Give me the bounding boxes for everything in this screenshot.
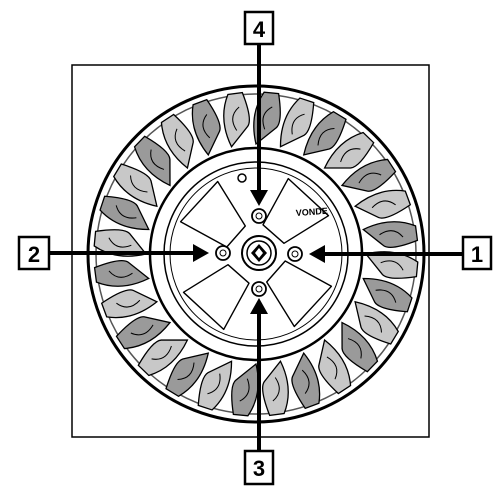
callout-label-2: 2 — [19, 237, 49, 269]
lug-nut-4 — [252, 209, 266, 223]
svg-text:3: 3 — [253, 456, 265, 481]
valve-stem — [238, 174, 246, 182]
svg-text:4: 4 — [253, 17, 266, 42]
lug-nut-3 — [252, 282, 266, 296]
callout-label-3: 3 — [245, 451, 273, 484]
lug-nut-2 — [216, 246, 230, 260]
center-hub — [242, 236, 276, 270]
callout-label-4: 4 — [245, 12, 273, 44]
svg-text:2: 2 — [28, 242, 40, 267]
callout-label-1: 1 — [463, 237, 491, 269]
svg-text:1: 1 — [471, 242, 483, 267]
lug-nut-1 — [288, 247, 302, 261]
